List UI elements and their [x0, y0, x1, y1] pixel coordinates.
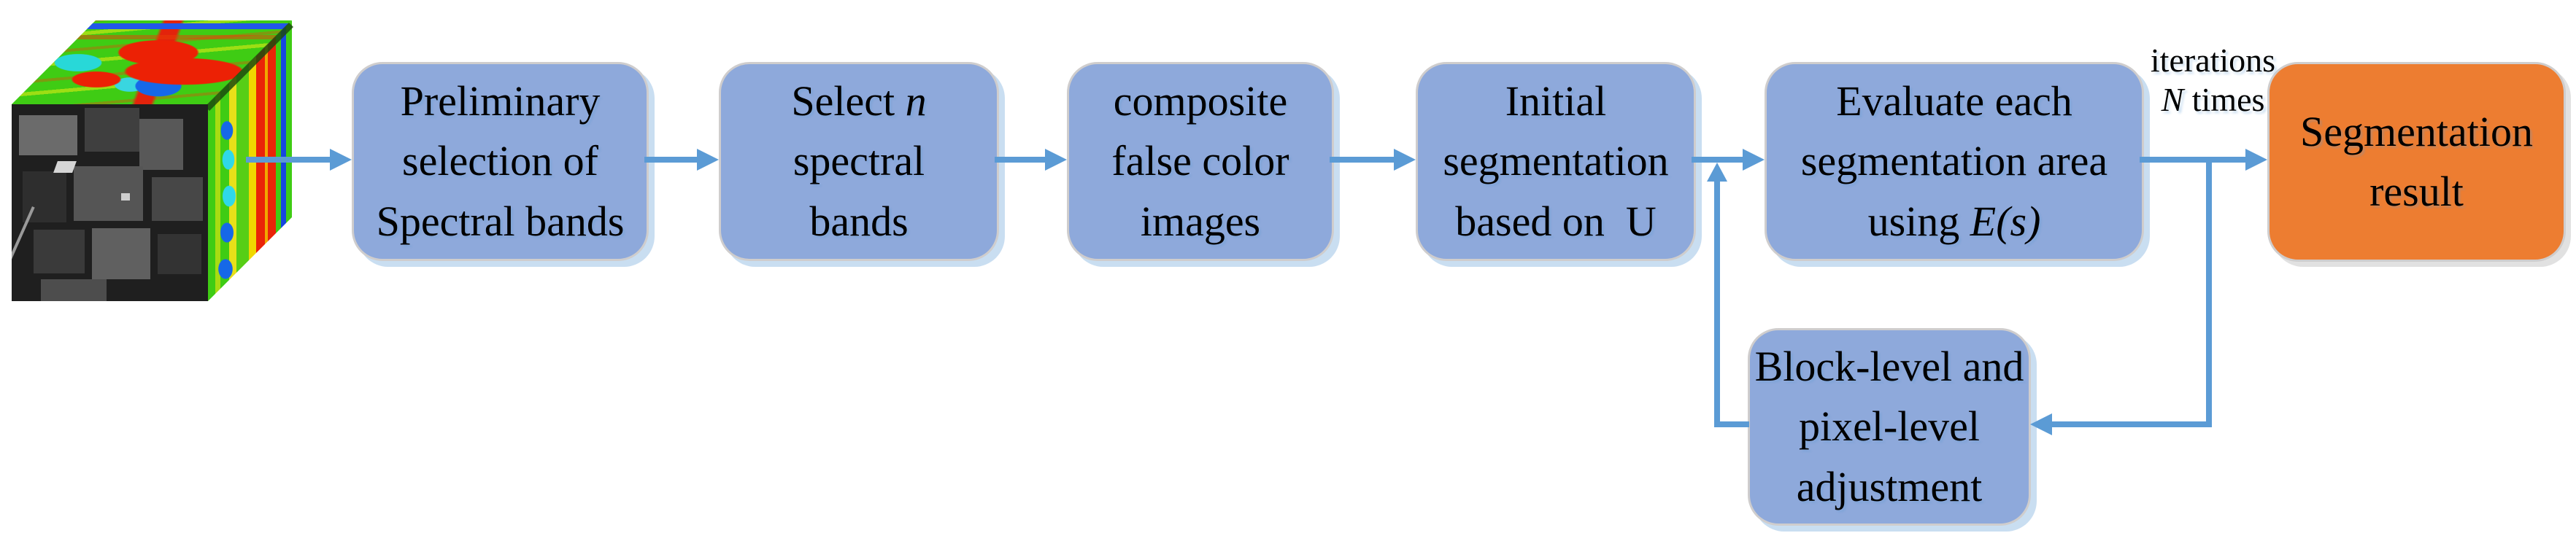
node-label-line: Initial	[1505, 77, 1607, 125]
node-label-line: result	[2369, 168, 2464, 215]
feedback-line-up	[1714, 182, 1720, 424]
node-label-line: using E(s)	[1867, 197, 2041, 245]
node-block-pixel-adjustment: Block-level and pixel-level adjustment	[1748, 328, 2031, 526]
node-label-line: pixel-level	[1798, 402, 1980, 451]
arrow-initial-to-evaluate	[1692, 157, 1744, 163]
texture-patch	[34, 230, 85, 273]
texture-patch	[41, 279, 107, 301]
node-label-line: based on U	[1455, 197, 1657, 245]
texture-patch	[152, 177, 203, 221]
node-segmentation-result: Segmentation result	[2267, 62, 2566, 262]
node-label-line: spectral	[793, 137, 925, 185]
feedback-line-left-stub	[1714, 421, 1749, 427]
node-label-line: Select n	[791, 77, 927, 125]
node-label-line: false color	[1111, 137, 1289, 185]
feedback-line-into-adjustment	[2052, 421, 2212, 427]
node-evaluate-segmentation: Evaluate each segmentation area using E(…	[1765, 62, 2144, 261]
node-label-line: composite	[1113, 77, 1288, 125]
texture-patch	[92, 228, 150, 279]
arrow-select-to-composite	[995, 157, 1046, 163]
arrow-composite-to-initial	[1330, 157, 1395, 163]
arrow-evaluate-to-result	[2140, 157, 2247, 163]
node-label-line: Spectral bands	[376, 197, 625, 245]
arrow-preliminary-to-select	[644, 157, 698, 163]
feedback-line-down	[2206, 163, 2212, 427]
cube-front-face-grayscale	[12, 104, 208, 301]
node-label-line: Segmentation	[2300, 107, 2533, 155]
node-label-line: Preliminary	[400, 77, 601, 125]
arrowhead-right-icon	[1743, 149, 1765, 171]
iterations-annotation: iterations N times	[2138, 41, 2288, 120]
arrow-cube-to-preliminary	[246, 157, 331, 163]
arrowhead-right-icon	[697, 149, 719, 171]
node-label-line: adjustment	[1796, 462, 1983, 510]
texture-patch	[158, 234, 201, 274]
arrowhead-right-icon	[1045, 149, 1067, 171]
texture-patch	[139, 119, 183, 170]
arrowhead-up-icon	[1707, 163, 1727, 182]
arrowhead-right-icon	[2245, 149, 2267, 171]
node-label-line: segmentation	[1443, 137, 1669, 185]
node-label-line: Evaluate each	[1836, 77, 2072, 125]
texture-patch	[19, 115, 77, 155]
arrowhead-left-icon	[2030, 413, 2052, 435]
node-initial-segmentation: Initial segmentation based on U	[1416, 62, 1696, 261]
texture-patch	[74, 166, 143, 221]
node-label-line: bands	[809, 197, 909, 245]
arrowhead-right-icon	[330, 149, 352, 171]
node-label-line: Block-level and	[1754, 342, 2024, 390]
annotation-line: iterations	[2150, 42, 2276, 79]
node-label-line: segmentation area	[1800, 137, 2108, 185]
hyperspectral-data-cube-image	[9, 10, 293, 303]
node-composite-false-color: composite false color images	[1067, 62, 1334, 261]
texture-patch	[121, 193, 130, 201]
node-label-line: selection of	[402, 137, 598, 185]
annotation-line: N times	[2161, 81, 2265, 119]
node-select-n-bands: Select n spectral bands	[719, 62, 999, 261]
texture-patch	[85, 108, 139, 152]
arrowhead-right-icon	[1394, 149, 1416, 171]
node-preliminary-selection: Preliminary selection of Spectral bands	[352, 62, 649, 261]
node-label-line: images	[1140, 197, 1261, 245]
